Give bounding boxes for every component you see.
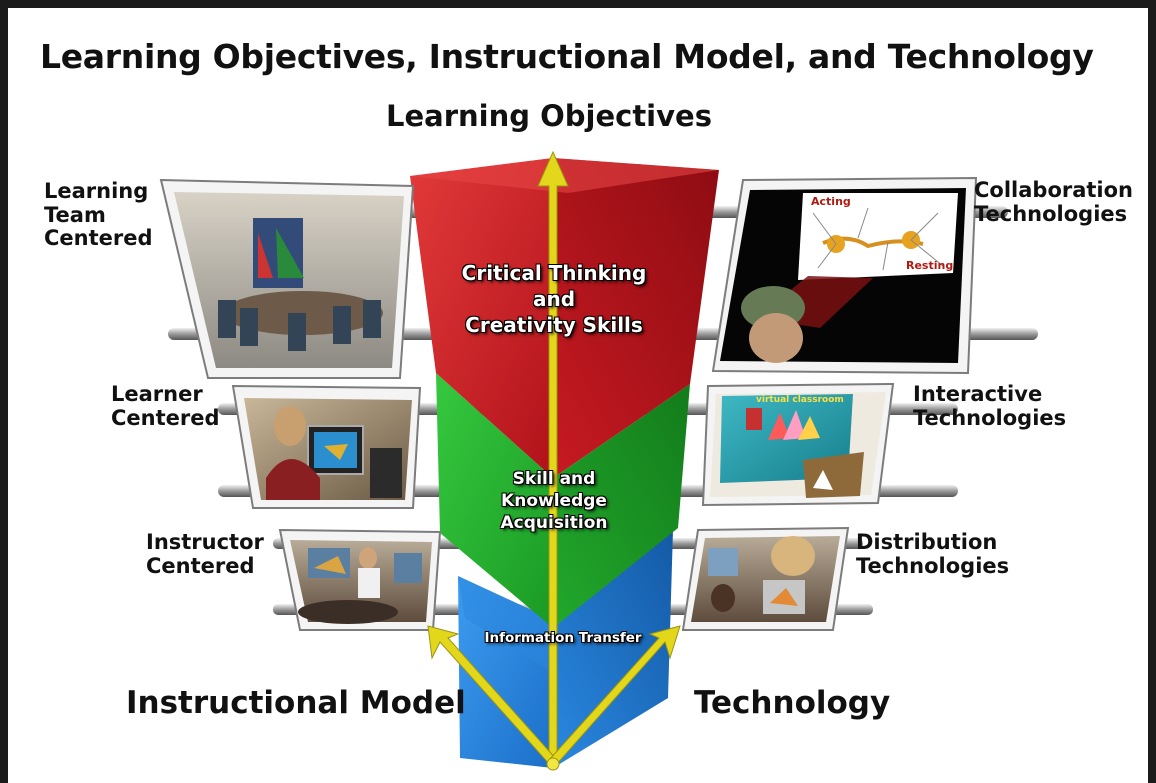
photo-interactive [701, 382, 895, 507]
collaboration-technologies-label: Collaboration Technologies [974, 178, 1134, 226]
learning-team-centered-label: Learning Team Centered [44, 179, 153, 251]
resting-label: Resting [906, 259, 954, 272]
photo-learner [231, 384, 422, 509]
critical-thinking-label: Critical Thinking and Creativity Skills [461, 261, 647, 337]
page-title: Learning Objectives, Instructional Model… [40, 37, 1094, 76]
interactive-technologies-label: Interactive Technologies [913, 382, 1067, 430]
learning-objectives-axis-label: Learning Objectives [386, 99, 712, 133]
diagram-graphic [159, 150, 1038, 771]
photo-collaboration [711, 176, 978, 375]
acting-label: Acting [811, 195, 851, 208]
skill-knowledge-label: Skill and Knowledge Acquisition [500, 469, 608, 534]
instructional-model-axis-label: Instructional Model [126, 685, 466, 721]
instructor-centered-label: Instructor Centered [146, 530, 264, 578]
distribution-technologies-label: Distribution Technologies [856, 530, 1010, 578]
technology-axis-label: Technology [694, 685, 891, 721]
photo-distribution [681, 526, 850, 631]
objectives-pillar [410, 158, 719, 768]
learner-centered-label: Learner Centered [111, 382, 220, 430]
photo-instructor [278, 528, 442, 631]
photo-learning-team [159, 178, 415, 379]
axis-arrows [427, 150, 681, 771]
virtual-classroom-label: virtual classroom [756, 395, 844, 405]
information-transfer-label: Information Transfer [484, 630, 642, 646]
